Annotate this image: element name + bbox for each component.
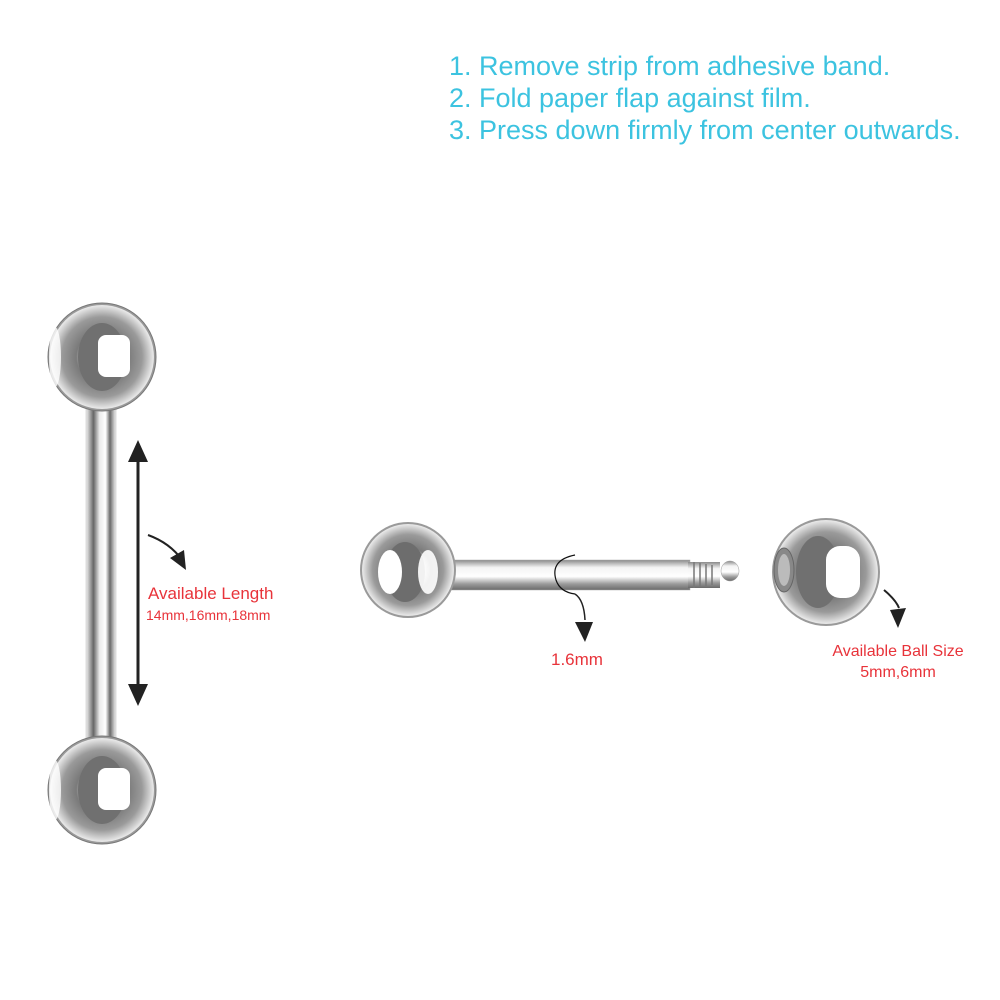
ball-curved-arrow-icon — [883, 589, 906, 628]
instructions-list: 1. Remove strip from adhesive band. 2. F… — [449, 50, 961, 146]
length-label-title: Available Length — [148, 584, 274, 603]
length-double-arrow-icon — [128, 440, 148, 706]
left-ball — [360, 522, 456, 618]
length-label-values: 14mm,16mm,18mm — [146, 607, 271, 623]
top-ball — [47, 302, 157, 412]
instruction-step-2: 2. Fold paper flap against film. — [449, 83, 811, 113]
ball-size-label-values: 5mm,6mm — [860, 664, 936, 681]
threaded-end — [688, 560, 740, 588]
instruction-step-3: 3. Press down firmly from center outward… — [449, 115, 961, 145]
horizontal-barbell — [360, 522, 740, 642]
ball-size-label-title: Available Ball Size — [832, 643, 964, 660]
bottom-ball — [47, 735, 157, 845]
separate-ball — [772, 518, 880, 626]
vertical-barbell — [47, 302, 157, 845]
gauge-indicator-icon — [554, 554, 593, 642]
instruction-step-1: 1. Remove strip from adhesive band. — [449, 51, 891, 81]
curved-arrow-icon — [147, 534, 186, 570]
gauge-label: 1.6mm — [551, 650, 603, 669]
